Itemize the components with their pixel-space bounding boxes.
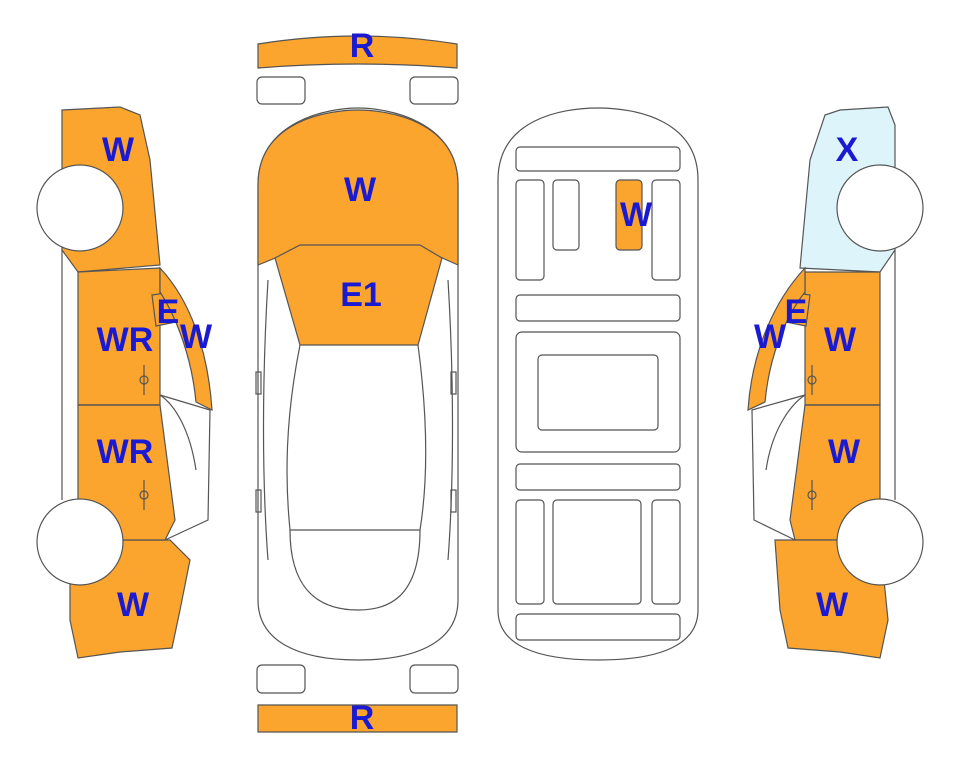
- label-left-rear-door: WR: [97, 433, 154, 471]
- label-hood: W: [344, 171, 377, 209]
- label-left-front-door: WR: [97, 321, 154, 359]
- roof-panel-part[interactable]: [615, 179, 643, 251]
- label-rear-bumper: R: [350, 699, 375, 737]
- left-rear-wheel: [36, 498, 124, 586]
- label-right-mirror: E: [785, 293, 808, 331]
- right-side-view: [747, 106, 924, 659]
- label-left-front-fender: W: [102, 131, 135, 169]
- top-view: [255, 35, 459, 733]
- label-right-rear-door: W: [828, 433, 861, 471]
- interior-view: [497, 107, 699, 661]
- left-front-wheel: [36, 164, 124, 252]
- label-left-glass: W: [180, 318, 213, 356]
- label-left-mirror: E: [157, 293, 180, 331]
- label-right-rear-quarter: W: [816, 586, 849, 624]
- right-front-wheel: [836, 164, 924, 252]
- right-rear-wheel: [836, 498, 924, 586]
- front-bumper-part[interactable]: [257, 35, 458, 69]
- right-glass-part[interactable]: [747, 266, 806, 411]
- label-windshield: E1: [340, 276, 382, 314]
- label-right-front-door: W: [824, 321, 857, 359]
- rear-bumper-part[interactable]: [257, 704, 458, 733]
- left-glass-part[interactable]: [159, 266, 213, 412]
- label-front-bumper: R: [350, 27, 375, 65]
- hood-part[interactable]: [257, 109, 459, 266]
- label-right-front-fender: X: [836, 131, 859, 169]
- label-roof-panel: W: [620, 196, 653, 234]
- label-left-rear-quarter: W: [117, 586, 150, 624]
- damage-labels: R W E1 W R W E W WR WR W X E W W W W: [97, 27, 861, 737]
- left-side-view: [36, 106, 213, 659]
- label-right-glass: W: [754, 318, 787, 356]
